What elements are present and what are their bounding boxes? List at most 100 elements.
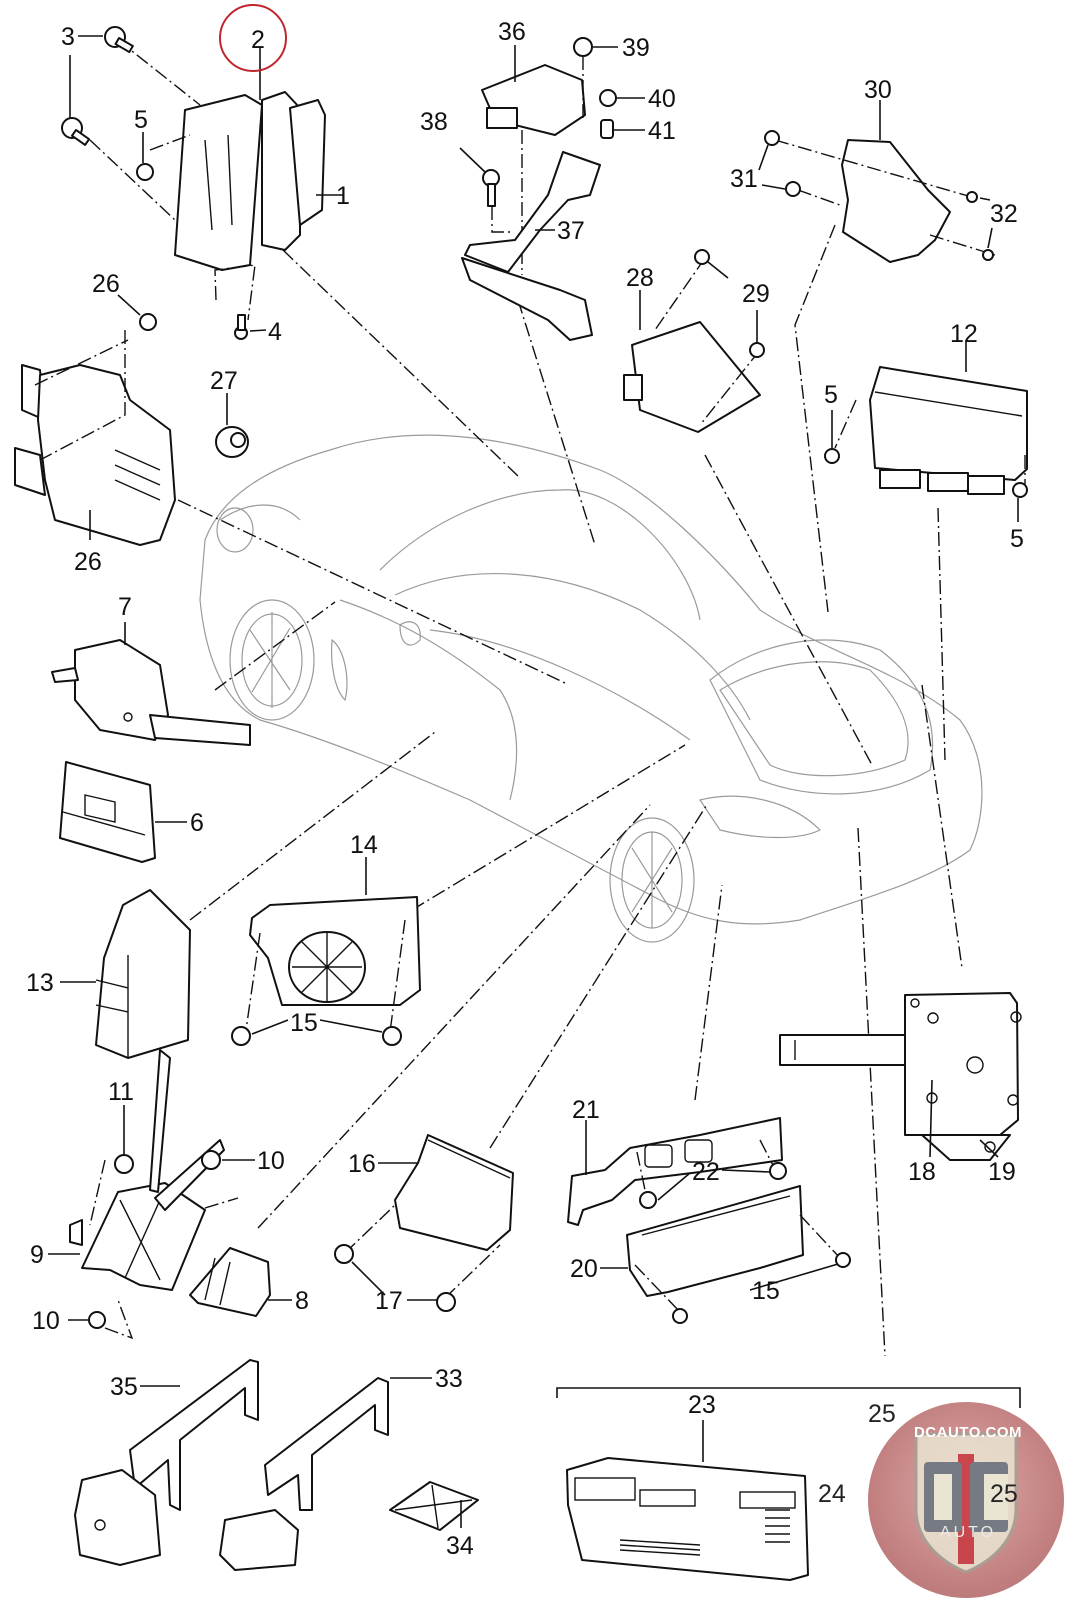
bushing-42 bbox=[600, 119, 614, 139]
part-16-control-unit bbox=[344, 1134, 514, 1299]
part-23-module bbox=[556, 1387, 1021, 1581]
bolt-4 bbox=[234, 314, 248, 340]
callout-28: 27 bbox=[210, 367, 238, 395]
callout-37: 36 bbox=[498, 18, 526, 46]
callout-6: 6 bbox=[190, 809, 204, 837]
nut-32-lower bbox=[785, 181, 801, 197]
leader-lines bbox=[48, 35, 1019, 1528]
bolt-39 bbox=[482, 169, 500, 207]
callout-42: 41 bbox=[648, 117, 676, 145]
callout-25-upper: 25 bbox=[868, 1400, 896, 1428]
callout-30: 29 bbox=[742, 280, 770, 308]
callout-19: 19 bbox=[988, 1158, 1016, 1186]
watermark-brand-text: DCAUTO.COM bbox=[913, 1424, 1023, 1441]
callout-9: 9 bbox=[30, 1241, 44, 1269]
callout-32: 31 bbox=[730, 165, 758, 193]
nut-5-upper-left bbox=[136, 163, 154, 181]
bolt-3-lower bbox=[61, 117, 91, 146]
vehicle-outline bbox=[199, 434, 983, 943]
nut-22-left bbox=[639, 1191, 657, 1209]
callout-3: 3 bbox=[61, 23, 75, 51]
callout-13: 13 bbox=[26, 969, 54, 997]
callout-33: 32 bbox=[990, 200, 1018, 228]
part-14-sounder bbox=[245, 896, 421, 1033]
callout-27: 26 bbox=[92, 270, 120, 298]
callout-2: 2 bbox=[251, 26, 265, 54]
callout-15-right: 15 bbox=[752, 1277, 780, 1305]
callout-26: 26 bbox=[74, 548, 102, 576]
nut-17-lower bbox=[436, 1292, 456, 1312]
nut-15-left bbox=[231, 1026, 251, 1046]
callout-17: 17 bbox=[375, 1287, 403, 1315]
callout-7: 7 bbox=[118, 593, 132, 621]
callout-29: 28 bbox=[626, 264, 654, 292]
callout-34: 33 bbox=[435, 1365, 463, 1393]
callout-10-lower: 10 bbox=[32, 1307, 60, 1335]
callout-14: 14 bbox=[350, 831, 378, 859]
callout-8: 8 bbox=[295, 1287, 309, 1315]
callout-12: 12 bbox=[950, 320, 978, 348]
callout-20: 20 bbox=[570, 1255, 598, 1283]
part-8-module bbox=[189, 1247, 271, 1317]
nut-32-upper bbox=[764, 130, 780, 146]
callout-36: 35 bbox=[110, 1373, 138, 1401]
part-ecu-bracket bbox=[89, 39, 326, 321]
nut-30-upper bbox=[694, 249, 710, 265]
callout-10-upper: 10 bbox=[257, 1147, 285, 1175]
callout-16: 16 bbox=[348, 1150, 376, 1178]
bolt-3-upper bbox=[104, 26, 134, 54]
part-12-control-unit bbox=[834, 366, 1028, 495]
part-29-control-unit bbox=[623, 257, 761, 433]
part-36-holder bbox=[74, 1359, 259, 1566]
part-6-ecu bbox=[59, 761, 156, 863]
nut-22-right bbox=[769, 1162, 787, 1180]
callout-15-left: 15 bbox=[290, 1009, 318, 1037]
highlight-circle bbox=[219, 4, 287, 72]
watermark-sub-text: AUTO bbox=[939, 1524, 997, 1541]
callout-38: 37 bbox=[557, 217, 585, 245]
part-21-bracket bbox=[567, 1117, 783, 1226]
nut-28 bbox=[215, 426, 249, 458]
callout-1: 1 bbox=[336, 182, 350, 210]
nut-15-mid-bottom bbox=[672, 1308, 688, 1324]
nut-10-lower bbox=[88, 1311, 106, 1329]
assembly-lines bbox=[177, 224, 963, 1357]
part-20-module bbox=[626, 1185, 841, 1313]
part-38-bracket bbox=[461, 151, 601, 341]
dcauto-watermark: DCAUTO.COM AUTO 25 24 25 bbox=[818, 1400, 1064, 1598]
nut-15-right bbox=[382, 1026, 402, 1046]
callout-31: 30 bbox=[864, 76, 892, 104]
callout-40: 39 bbox=[622, 34, 650, 62]
callout-11: 11 bbox=[108, 1078, 134, 1106]
nut-17-upper bbox=[334, 1244, 354, 1264]
nut-30-lower bbox=[749, 342, 765, 358]
nut-41 bbox=[599, 89, 617, 107]
screw-33-lower bbox=[982, 249, 994, 261]
nut-15-mid-right bbox=[835, 1252, 851, 1268]
callout-39: 38 bbox=[420, 108, 448, 136]
nut-5-right-upper bbox=[824, 448, 840, 464]
callout-24: 24 bbox=[818, 1480, 846, 1508]
callout-41: 40 bbox=[648, 85, 676, 113]
callout-5-left: 5 bbox=[134, 106, 148, 134]
nut-5-right-lower bbox=[1012, 482, 1028, 498]
callout-5-right-upper: 5 bbox=[824, 381, 838, 409]
nut-40 bbox=[573, 37, 593, 57]
callout-labels: 1 2 3 4 5 5 5 6 7 8 9 10 10 11 12 13 14 … bbox=[26, 18, 1024, 1560]
part-13-control-unit bbox=[95, 889, 191, 1059]
nut-10-upper bbox=[201, 1150, 221, 1170]
callout-21: 21 bbox=[572, 1096, 600, 1124]
callout-23: 23 bbox=[688, 1391, 716, 1419]
part-26-bracket bbox=[14, 330, 176, 546]
part-31-control-unit bbox=[774, 139, 996, 263]
part-34-holder bbox=[219, 1377, 389, 1571]
callout-25-lower: 25 bbox=[990, 1480, 1018, 1508]
part-7-bracket bbox=[51, 639, 251, 746]
clip-27 bbox=[139, 313, 157, 331]
nut-11 bbox=[114, 1154, 134, 1174]
part-18-control-unit bbox=[779, 992, 1022, 1161]
callout-35: 34 bbox=[446, 1532, 474, 1560]
callout-18: 18 bbox=[908, 1158, 936, 1186]
screw-33-upper bbox=[966, 191, 978, 203]
